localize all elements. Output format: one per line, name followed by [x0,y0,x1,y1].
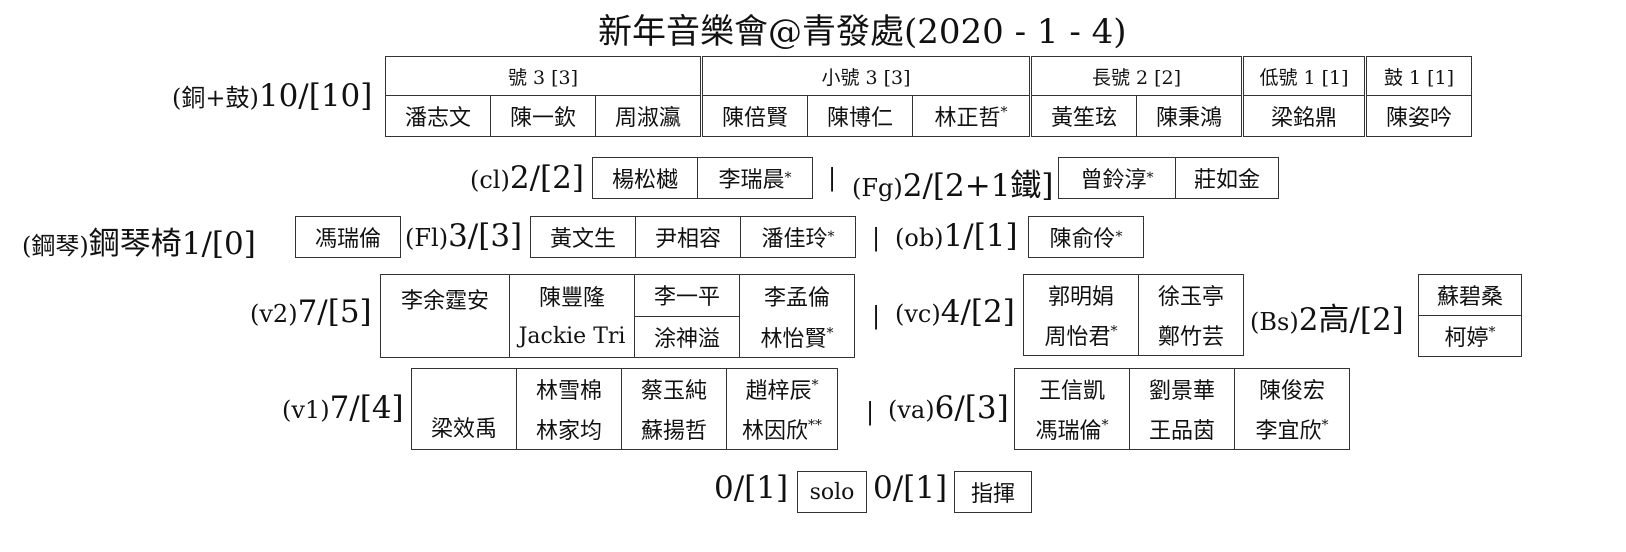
drum-header: 鼓 1 [1] [1364,56,1472,96]
seat-horn-3: 周淑瀛 [595,95,702,137]
solo-count: 0/[1] [714,470,789,506]
seat-clarinet-1: 楊松樾 [592,157,698,199]
seat-horn-2: 陳一欽 [490,95,596,137]
seat-clarinet-2: 李瑞晨* [697,157,813,199]
viola-label-prefix: (va) [888,396,935,424]
solo-box: solo [797,471,867,513]
piano-label: (鋼琴)鋼琴椅1/[0] [22,218,256,263]
viola-label-count: 6/[3] [934,390,1009,426]
seat-bassoon-1: 曾鈴淳* [1058,157,1176,199]
piano-label-prefix: (鋼琴) [22,232,89,260]
flute-label: (Fl)3/[3] [405,218,522,254]
violin1-label-count: 7/[4] [329,390,404,426]
cello-label-prefix: (vc) [895,300,941,328]
brass-label-prefix: (銅+鼓) [172,84,259,112]
violin1-seating-table: 梁效禹 林雪棉 蔡玉純 趙梓辰* 林家均 蘇揚哲 林因欣** [411,368,838,450]
seat-flute-2: 尹相容 [635,216,741,258]
trumpet-header: 小號 3 [3] [700,56,1031,96]
clarinet-label-count: 2/[2] [509,160,584,196]
oboe-label: (ob)1/[1] [895,218,1018,254]
seat-flute-3: 潘佳玲* [740,216,856,258]
bass-label: (Bs)2高/[2] [1250,294,1404,339]
seat-trumpet-3: 林正哲* [912,95,1031,137]
conductor-box: 指揮 [954,471,1032,513]
seat-violin2-6: 涂神溢 [634,315,740,358]
viola-seating-table: 王信凱 劉景華 陳俊宏 馮瑞倫* 王品茵 李宜欣* [1014,368,1350,450]
seat-violin2-1: 李余霆安 [380,274,510,358]
seat-tuba-1: 梁銘鼎 [1241,95,1366,137]
clarinet-label: (cl)2/[2] [470,160,584,196]
seat-viola-2: 劉景華 [1129,368,1235,409]
violin2-seating-table: 李余霆安 陳豐隆 李一平 李孟倫 Jackie Tri 涂神溢 林怡賢* [380,274,855,358]
violin2-label-count: 7/[5] [297,294,372,330]
violin2-label: (v2)7/[5] [250,294,372,330]
seat-viola-3: 陳俊宏 [1234,368,1350,409]
seat-bass-1: 蘇碧桑 [1418,274,1522,316]
seat-bass-2: 柯婷* [1418,315,1522,357]
seat-trumpet-2: 陳博仁 [807,95,913,137]
bass-label-count: 2高/[2] [1298,302,1404,338]
bassoon-label: (Fg)2/[2+1鐵] [852,160,1054,205]
brass-label: (銅+鼓)10/[10] [172,78,372,114]
seat-violin2-7: 林怡賢* [739,316,855,358]
seat-violin1-5: 林家均 [516,409,622,450]
violin1-label: (v1)7/[4] [282,390,404,426]
seat-trombone-2: 陳秉鴻 [1136,95,1243,137]
section-separator: | [828,164,837,192]
bassoon-label-prefix: (Fg) [852,174,903,202]
seat-piano-1: 馮瑞倫 [295,216,401,258]
seat-violin1-6: 蘇揚哲 [621,409,727,450]
section-separator: | [866,398,875,426]
section-separator: | [872,224,881,252]
clarinet-label-prefix: (cl) [470,166,510,194]
seat-violin2-4: 李孟倫 [739,274,855,316]
seat-violin1-7: 林因欣** [726,409,838,450]
seat-bassoon-2: 莊如金 [1175,157,1279,199]
viola-label: (va)6/[3] [888,390,1009,426]
tuba-header: 低號 1 [1] [1241,56,1366,96]
cello-seating-table: 郭明娟 徐玉亭 周怡君* 鄭竹芸 [1023,274,1244,356]
seat-flute-1: 黃文生 [530,216,636,258]
seat-cello-3: 周怡君* [1023,315,1139,356]
oboe-label-prefix: (ob) [895,224,944,252]
bassoon-label-count: 2/[2+1鐵] [902,168,1054,204]
seat-violin2-3: 李一平 [634,274,740,317]
brass-section-table: 號 3 [3] 小號 3 [3] 長號 2 [2] 低號 1 [1] 鼓 1 [… [385,56,1472,137]
page-title: 新年音樂會@青發處(2020 - 1 - 4) [598,12,1127,52]
seat-cello-4: 鄭竹芸 [1138,315,1244,356]
trombone-header: 長號 2 [2] [1029,56,1243,96]
seat-violin1-1: 林雪棉 [516,368,622,409]
conductor-count: 0/[1] [873,470,948,506]
cello-label-count: 4/[2] [940,294,1015,330]
bass-seating-table: 蘇碧桑 柯婷* [1418,274,1522,357]
piano-label-count: 鋼琴椅1/[0] [88,226,256,262]
seat-drum-1: 陳姿吟 [1364,95,1472,137]
brass-label-count: 10/[10] [258,78,373,114]
seat-violin2-2: 陳豐隆 [509,274,635,316]
flute-label-prefix: (Fl) [405,224,449,252]
seat-viola-6: 李宜欣* [1234,409,1350,450]
bass-label-prefix: (Bs) [1250,308,1299,336]
oboe-label-count: 1/[1] [943,218,1018,254]
seat-viola-1: 王信凱 [1014,368,1130,409]
seat-violin1-4: 梁效禹 [411,368,517,450]
seat-horn-1: 潘志文 [385,95,491,137]
section-separator: | [872,302,881,330]
flute-label-count: 3/[3] [448,218,523,254]
seat-violin2-5: Jackie Tri [509,316,635,358]
seat-violin1-2: 蔡玉純 [621,368,727,409]
seat-cello-1: 郭明娟 [1023,274,1139,315]
violin2-label-prefix: (v2) [250,300,298,328]
violin1-label-prefix: (v1) [282,396,330,424]
seat-oboe-1: 陳俞伶* [1028,216,1144,258]
seat-cello-2: 徐玉亭 [1138,274,1244,315]
cello-label: (vc)4/[2] [895,294,1015,330]
seat-trumpet-1: 陳倍賢 [700,95,808,137]
seat-violin1-3: 趙梓辰* [726,368,838,409]
seat-viola-5: 王品茵 [1129,409,1235,450]
horn-header: 號 3 [3] [385,56,702,96]
seat-trombone-1: 黃笙玹 [1029,95,1137,137]
seat-viola-4: 馮瑞倫* [1014,409,1130,450]
